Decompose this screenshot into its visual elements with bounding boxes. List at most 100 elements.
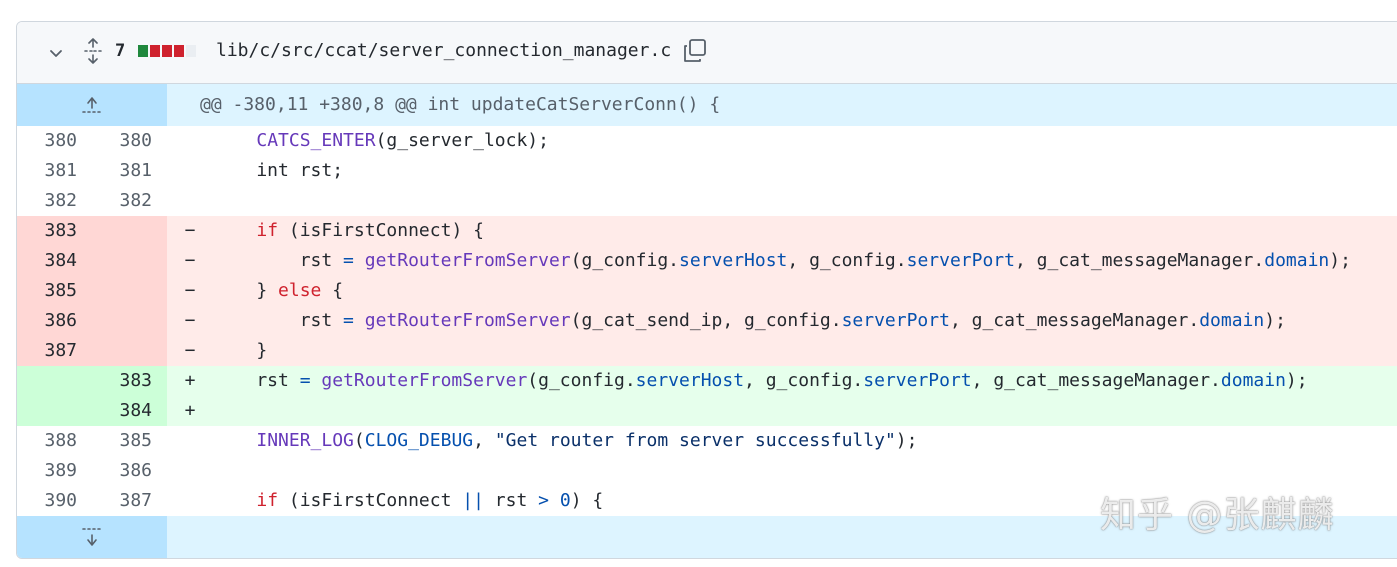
code-token: ); <box>1264 310 1286 331</box>
diffstat-block <box>162 45 172 57</box>
chevron-down-icon[interactable] <box>43 40 69 66</box>
new-line-number[interactable] <box>77 276 152 306</box>
line-number-gutter: 385 <box>17 276 167 306</box>
code-token: serverPort <box>841 310 950 331</box>
code-token: } <box>213 280 279 301</box>
gutter-padding <box>152 426 167 456</box>
line-number-gutter: 388 385 <box>17 426 167 456</box>
old-line-number[interactable]: 383 <box>44 220 77 241</box>
code-token: if <box>256 490 279 511</box>
new-line-number[interactable]: 387 <box>119 490 152 511</box>
code-text: } else { <box>213 276 343 306</box>
diff-sign <box>167 486 213 516</box>
diffstat-block <box>150 45 160 57</box>
code-text: int rst; <box>213 156 343 186</box>
line-number-gutter: 386 <box>17 306 167 336</box>
code-token: domain <box>1264 250 1330 271</box>
context-line: 388 385 INNER_LOG(CLOG_DEBUG, "Get router… <box>17 426 1397 456</box>
unfold-icon[interactable] <box>79 36 107 66</box>
line-number-gutter: 384 <box>17 396 167 426</box>
expand-up-icon[interactable] <box>17 84 167 126</box>
hunk-header-row: @@ -380,11 +380,8 @@ int updateCatServer… <box>17 84 1397 126</box>
code-token: , g_cat_messageManager. <box>949 310 1200 331</box>
new-line-number[interactable]: 380 <box>119 130 152 151</box>
line-number-gutter: 387 <box>17 336 167 366</box>
expand-down-icon[interactable] <box>17 516 167 558</box>
code-token: > <box>538 490 549 511</box>
code-token: serverHost <box>635 370 745 391</box>
diff-sign <box>167 186 213 216</box>
code-token: (isFirstConnect) { <box>278 220 484 241</box>
old-line-number[interactable]: 386 <box>44 310 77 331</box>
code-token: , g_cat_messageManager. <box>1014 250 1265 271</box>
new-line-number[interactable] <box>77 216 152 246</box>
diff-sign: − <box>184 310 196 331</box>
new-line-number[interactable]: 384 <box>119 400 152 421</box>
old-line-number[interactable] <box>17 366 77 396</box>
new-line-number[interactable]: 383 <box>119 370 152 391</box>
gutter-padding <box>152 336 167 366</box>
diffstat-block <box>174 45 184 57</box>
code-token: serverPort <box>863 370 972 391</box>
line-number-gutter: 384 <box>17 246 167 276</box>
line-number-gutter: 381 381 <box>17 156 167 186</box>
code-token: , <box>473 430 495 451</box>
changes-count: 7 <box>115 41 126 61</box>
code-token: rst <box>213 310 344 331</box>
context-line: 381 381 int rst; <box>17 156 1397 186</box>
new-line-number[interactable] <box>77 246 152 276</box>
code-token: else <box>278 280 322 301</box>
old-line-number[interactable]: 389 <box>44 460 77 481</box>
file-header: 7 lib/c/src/ccat/server_connection_manag… <box>17 22 1397 84</box>
diff-sign <box>167 156 213 186</box>
diff-sign: + <box>184 370 196 391</box>
code-token: "Get router from server successfully" <box>494 430 896 451</box>
old-line-number[interactable]: 388 <box>44 430 77 451</box>
code-token: ( <box>353 430 365 451</box>
added-line: 384+ <box>17 396 1397 426</box>
code-text: } <box>213 336 267 366</box>
code-token: domain <box>1220 370 1286 391</box>
diffstat <box>138 45 196 57</box>
code-token: domain <box>1199 310 1265 331</box>
new-line-number[interactable] <box>77 306 152 336</box>
code-token <box>549 490 560 511</box>
old-line-number[interactable] <box>17 396 77 426</box>
old-line-number[interactable]: 390 <box>44 490 77 511</box>
old-line-number[interactable]: 382 <box>44 190 77 211</box>
gutter-padding <box>152 396 167 426</box>
gutter-padding <box>152 246 167 276</box>
code-token: (g_cat_send_ip, g_config. <box>570 310 842 331</box>
code-text: INNER_LOG(CLOG_DEBUG, "Get router from s… <box>213 426 917 456</box>
diff-sign: − <box>184 280 196 301</box>
code-token <box>213 220 256 241</box>
old-line-number[interactable]: 385 <box>44 280 77 301</box>
old-line-number[interactable]: 384 <box>44 250 77 271</box>
code-token <box>354 250 365 271</box>
gutter-padding <box>152 126 167 156</box>
old-line-number[interactable]: 380 <box>44 130 77 151</box>
context-line: 382 382 <box>17 186 1397 216</box>
watermark: 知乎 @张麒麟 <box>1100 495 1335 536</box>
new-line-number[interactable]: 385 <box>119 430 152 451</box>
copy-icon[interactable] <box>681 37 709 65</box>
code-token: ); <box>895 430 918 451</box>
code-token: = <box>299 370 311 391</box>
code-token: serverHost <box>679 250 788 271</box>
file-path[interactable]: lib/c/src/ccat/server_connection_manager… <box>216 40 672 61</box>
deleted-line: 383− if (isFirstConnect) { <box>17 216 1397 246</box>
old-line-number[interactable]: 387 <box>44 340 77 361</box>
new-line-number[interactable]: 386 <box>119 460 152 481</box>
code-text: rst = getRouterFromServer(g_config.serve… <box>213 246 1351 276</box>
new-line-number[interactable] <box>77 336 152 366</box>
diff-body: @@ -380,11 +380,8 @@ int updateCatServer… <box>17 84 1397 558</box>
diffstat-block <box>186 45 196 57</box>
deleted-line: 387− } <box>17 336 1397 366</box>
code-token: getRouterFromServer <box>364 250 571 271</box>
code-token: = <box>343 310 354 331</box>
new-line-number[interactable]: 382 <box>119 190 152 211</box>
old-line-number[interactable]: 381 <box>44 160 77 181</box>
deleted-line: 386− rst = getRouterFromServer(g_cat_sen… <box>17 306 1397 336</box>
new-line-number[interactable]: 381 <box>119 160 152 181</box>
